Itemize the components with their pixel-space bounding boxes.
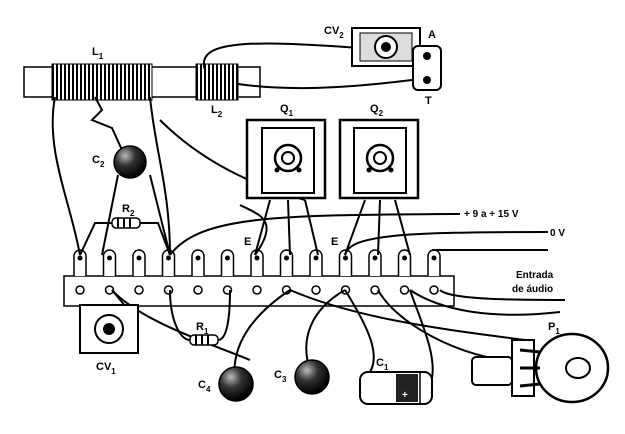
variable-capacitor-cv1 — [79, 304, 139, 354]
solder-point — [75, 285, 85, 295]
potentiometer-p1 — [471, 332, 610, 404]
lug-hole — [343, 255, 348, 261]
lug-hole — [136, 255, 142, 261]
label-r2: R2 — [122, 203, 135, 218]
label-e-q1: E — [244, 236, 251, 248]
label-a: A — [428, 29, 436, 41]
label-l1: L1 — [92, 46, 104, 61]
label-c4: C4 — [198, 379, 211, 394]
terminal-lug — [191, 249, 205, 276]
transistor-q2 — [338, 118, 420, 200]
solder-point — [163, 285, 174, 295]
terminal-lug — [132, 249, 146, 276]
lug-hole — [313, 255, 319, 261]
capacitor-c2 — [113, 145, 147, 179]
lug-hole — [107, 255, 112, 261]
solder-point — [134, 285, 144, 295]
transistor-q1 — [245, 118, 327, 200]
lug-hole — [402, 255, 407, 261]
solder-point — [311, 285, 321, 295]
lug-hole — [431, 255, 437, 261]
terminal-lug — [397, 249, 412, 276]
label-ground: 0 V — [550, 228, 565, 239]
terminal-lug — [102, 249, 117, 276]
capacitor-c3 — [294, 359, 330, 395]
label-p1: P1 — [548, 321, 560, 336]
solder-point — [399, 285, 410, 295]
solder-point — [193, 285, 203, 295]
solder-point — [104, 285, 115, 295]
label-c2: C2 — [92, 154, 105, 169]
solder-point — [252, 285, 262, 295]
terminal-lug — [338, 249, 353, 276]
label-r1: R1 — [196, 321, 209, 336]
label-cv1: CV1 — [96, 361, 116, 376]
terminal-lug — [368, 249, 382, 276]
resistor-r1 — [189, 334, 219, 346]
capacitor-c4 — [218, 366, 254, 402]
label-polarity-plus: + — [402, 390, 408, 401]
lug-hole — [77, 255, 83, 261]
solder-point — [370, 285, 380, 295]
label-l2: L2 — [211, 104, 223, 119]
lug-hole — [195, 255, 201, 261]
label-q1: Q1 — [280, 103, 294, 118]
terminal-lug — [309, 249, 323, 276]
label-input-line2: de áudio — [512, 284, 553, 295]
solder-point — [429, 285, 439, 295]
label-q2: Q2 — [370, 103, 384, 118]
label-c1: C1 — [376, 357, 389, 372]
electrolytic-capacitor-c1 — [359, 371, 433, 405]
terminal-lug — [279, 249, 294, 276]
lug-hole — [372, 255, 378, 261]
label-c3: C3 — [274, 369, 287, 384]
terminal-lug — [427, 249, 441, 276]
lug-hole — [166, 255, 171, 261]
label-supply: + 9 a + 15 V — [464, 209, 519, 220]
lug-hole — [254, 255, 260, 261]
lug-hole — [284, 255, 289, 261]
label-input-line1: Entrada — [516, 270, 554, 281]
resistor-r2 — [111, 217, 141, 229]
coil-l2 — [195, 63, 239, 101]
label-e-q2: E — [331, 236, 338, 248]
terminal-lug — [220, 249, 235, 276]
variable-capacitor-cv2 — [351, 27, 442, 91]
label-t: T — [425, 95, 432, 107]
terminal-lug — [161, 249, 176, 276]
coil-l1 — [51, 63, 153, 101]
label-cv2: CV2 — [324, 25, 344, 40]
terminal-lug — [250, 249, 264, 276]
lug-hole — [225, 255, 230, 261]
wiring — [51, 42, 566, 386]
terminal-strip — [63, 249, 455, 307]
